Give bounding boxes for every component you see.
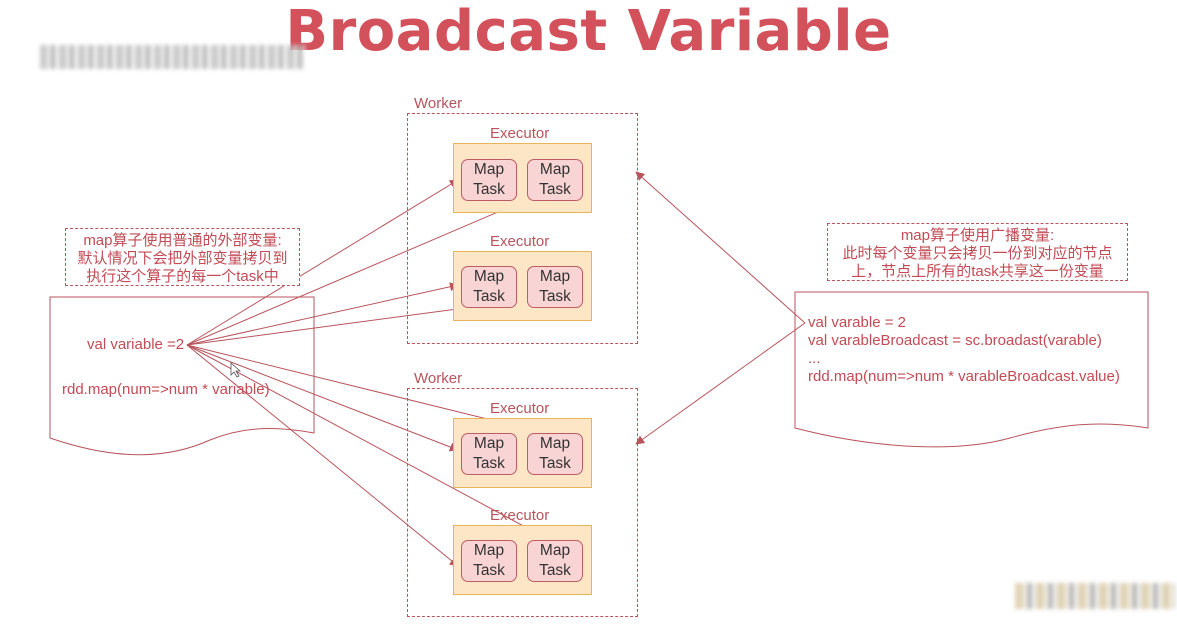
executor-4-label: Executor (490, 507, 550, 524)
left-code-document-shape (49, 296, 315, 456)
arrow-to-task-5 (186, 344, 541, 435)
right-code-line-2: val varableBroadcast = sc.broadast(varab… (808, 332, 1102, 349)
right-code-document-shape (794, 291, 1149, 448)
worker-2-box (407, 388, 638, 617)
left-code-line-1: val variable =2 (87, 336, 185, 353)
right-note: map算子使用广播变量: 此时每个变量只会拷贝一份到对应的节点 上，节点上所有的… (827, 223, 1128, 281)
arrow-to-task-6 (186, 344, 459, 452)
arrow-to-task-1 (186, 179, 459, 346)
cursor-icon (230, 362, 242, 378)
arrow-broadcast-worker-1 (635, 171, 806, 324)
right-code-line-1: val varable = 2 (808, 314, 906, 331)
right-code-line-3: ... (808, 350, 821, 367)
blurred-watermark-bottom-right (1015, 583, 1175, 609)
executor-1-label: Executor (490, 125, 550, 142)
left-code-line-2: rdd.map(num=>num * variable) (62, 381, 270, 398)
worker-1-box (407, 113, 638, 344)
executor-2-label: Executor (490, 233, 550, 250)
executor-3-label: Executor (490, 400, 550, 417)
blurred-watermark-top-left (40, 45, 305, 69)
worker-2-label: Worker (414, 370, 463, 387)
arrow-to-task-7 (186, 344, 556, 544)
arrow-to-task-3 (186, 282, 459, 346)
arrow-broadcast-worker-2 (635, 322, 806, 445)
worker-1-label: Worker (414, 95, 463, 112)
arrow-to-task-8 (186, 344, 459, 567)
left-note: map算子使用普通的外部变量: 默认情况下会把外部变量拷贝到 执行这个算子的每一… (65, 228, 300, 286)
arrow-to-task-2 (186, 193, 541, 346)
right-code-line-4: rdd.map(num=>num * varableBroadcast.valu… (808, 368, 1120, 385)
page-title: Broadcast Variable (285, 0, 892, 64)
